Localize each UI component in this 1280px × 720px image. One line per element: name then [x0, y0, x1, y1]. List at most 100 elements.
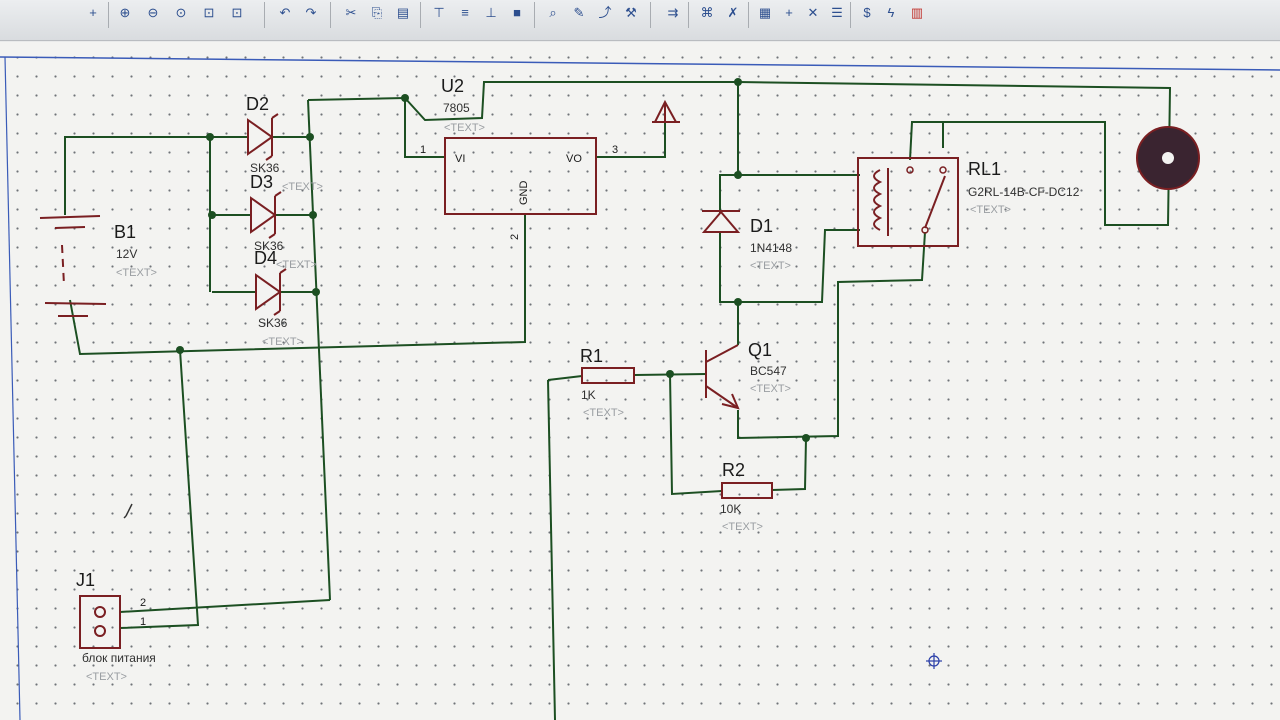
align-top-icon[interactable]: ⊤ [433, 5, 445, 20]
toolbar-separator [650, 2, 651, 28]
toolbar-separator [330, 2, 331, 28]
crosshair-icon [926, 653, 942, 669]
diode-d2[interactable]: D2 SK36 <TEXT> [246, 94, 323, 193]
q1-ref: Q1 [748, 340, 772, 360]
junction-dot [306, 133, 314, 141]
wire-regulator-top[interactable] [404, 81, 738, 122]
connector-j1[interactable]: 2 1 J1 блок питания <TEXT> [76, 570, 156, 683]
r2-ref: R2 [722, 460, 745, 480]
align-bottom-icon[interactable]: ⊥ [485, 5, 497, 20]
cross-icon[interactable]: + [89, 5, 97, 20]
u2-pin-gnd-label: GND [518, 181, 530, 206]
wire-regulator-vo[interactable] [596, 110, 666, 158]
paste-icon[interactable]: ▤ [396, 5, 410, 20]
wire-battery-positive[interactable] [64, 136, 210, 215]
junction-dot [206, 133, 214, 141]
u2-pin2-number: 2 [509, 234, 521, 240]
diode-d1[interactable]: D1 1N4148 <TEXT> [701, 210, 792, 272]
rl1-value: G2RL-14B-CF-DC12 [968, 185, 1080, 199]
wire-ground[interactable] [69, 215, 526, 356]
align-middle-icon[interactable]: ≡ [461, 5, 469, 20]
wire-icon[interactable]: ⤴ [598, 5, 612, 20]
zoom-select-icon[interactable]: ⊡ [231, 5, 243, 20]
undo-icon[interactable]: ↶ [279, 5, 291, 20]
toolbar-separator [534, 2, 535, 28]
netlist-icon[interactable]: ⇉ [667, 5, 679, 20]
wire-to-regulator[interactable] [307, 97, 406, 101]
u2-ref: U2 [441, 76, 464, 96]
wires[interactable] [64, 81, 1172, 720]
mfg-icon[interactable]: ▥ [910, 5, 924, 20]
junction-dot [734, 171, 742, 179]
d3-value: SK36 [254, 239, 284, 253]
junction-dot [734, 78, 742, 86]
junction-dot [734, 298, 742, 306]
junction-dot [208, 211, 216, 219]
fill-icon[interactable]: ■ [513, 5, 521, 20]
d2-value: SK36 [250, 161, 280, 175]
r2-text-placeholder: <TEXT> [722, 521, 763, 533]
wire-q1-emitter-relay[interactable] [737, 231, 926, 440]
add-sheet-icon[interactable]: + [785, 5, 793, 20]
tools-icon[interactable]: ✎ [573, 5, 585, 20]
buzzer-icon[interactable] [1136, 126, 1200, 190]
wire-r2-right[interactable] [771, 437, 807, 491]
r1-text-placeholder: <TEXT> [583, 407, 624, 419]
sheet-icon[interactable]: ▦ [758, 5, 772, 20]
binoculars-icon[interactable]: ⌘ [700, 5, 714, 20]
relay-rl1[interactable]: RL1 G2RL-14B-CF-DC12 <TEXT> [857, 157, 1080, 247]
wire-j1-pin2[interactable] [119, 599, 331, 613]
wire-r1-input[interactable] [547, 379, 556, 720]
wire-d1-loop[interactable] [719, 82, 739, 303]
b1-text-placeholder: <TEXT> [116, 267, 157, 279]
schematic-canvas[interactable]: B1 12V <TEXT> D2 SK36 <TEXT> D3 SK36 <TE… [0, 42, 1280, 720]
cut-icon[interactable]: ✂ [345, 5, 357, 20]
toolbar-separator [688, 2, 689, 28]
erc-icon[interactable]: ✕ [807, 5, 819, 20]
d1-ref: D1 [750, 216, 773, 236]
u2-pin-vo-label: VO [566, 153, 582, 165]
regulator-u2[interactable]: U2 7805 <TEXT> VI VO GND 1 3 2 [420, 76, 618, 240]
redo-icon[interactable]: ↷ [305, 5, 317, 20]
schematic-drawing[interactable]: B1 12V <TEXT> D2 SK36 <TEXT> D3 SK36 <TE… [0, 42, 1280, 720]
rl1-ref: RL1 [968, 159, 1001, 179]
j1-value: блок питания [82, 651, 156, 665]
hammer-icon[interactable]: ⚒ [625, 5, 637, 20]
zoom-in-icon[interactable]: ⊕ [119, 5, 131, 20]
wrench-icon[interactable]: ✗ [727, 5, 739, 20]
diode-d4[interactable]: D4 SK36 <TEXT> [254, 248, 303, 348]
toolbar-separator [108, 2, 109, 28]
sheet-border-top [0, 56, 1280, 71]
copy-icon[interactable]: ⎘ [371, 5, 383, 20]
toolbar-separator [748, 2, 749, 28]
junction-dot [401, 94, 409, 102]
resistor-r1[interactable]: R1 1K <TEXT> [580, 346, 635, 419]
wire-12v-rail-buzzer[interactable] [737, 81, 1172, 226]
power-flag-icon[interactable] [652, 99, 680, 123]
zoom-area-icon[interactable]: ⊡ [203, 5, 215, 20]
bom-icon[interactable]: ☰ [831, 5, 843, 20]
pencil-cursor-icon [123, 503, 133, 519]
zoom-fit-icon[interactable]: ⊙ [175, 5, 187, 20]
wire-relay-coil-bottom[interactable] [738, 229, 860, 303]
wire-regulator-vi[interactable] [404, 98, 445, 158]
find-icon[interactable]: ⌕ [549, 5, 557, 20]
export-icon[interactable]: $ [863, 5, 871, 20]
wire-cathode-rail[interactable] [307, 99, 331, 601]
junctions [176, 78, 810, 442]
d2-ref: D2 [246, 94, 269, 114]
diode-d3[interactable]: D3 SK36 <TEXT> [250, 172, 317, 271]
r1-value: 1K [581, 388, 596, 402]
wire-j1-pin1[interactable] [119, 349, 200, 629]
transistor-q1[interactable]: Q1 BC547 <TEXT> [705, 340, 791, 410]
zoom-out-icon[interactable]: ⊖ [147, 5, 159, 20]
wire-r1-left[interactable] [547, 375, 583, 381]
wire-r2-left[interactable] [669, 373, 723, 496]
junction-dot [309, 211, 317, 219]
lightning-icon[interactable]: ϟ [887, 5, 895, 20]
toolbar: + ⊕ ⊖ ⊙ ⊡ ⊡ ↶ ↷ ✂ ⎘ ▤ ⊤ ≡ ⊥ ■ ⌕ ✎ ⤴ ⚒ ⇉ … [0, 0, 1280, 41]
u2-pin3-number: 3 [612, 144, 618, 156]
j1-pin2-number: 2 [140, 597, 146, 609]
battery-b1[interactable]: B1 12V <TEXT> [39, 215, 157, 317]
resistor-r2[interactable]: R2 10K <TEXT> [720, 460, 773, 533]
